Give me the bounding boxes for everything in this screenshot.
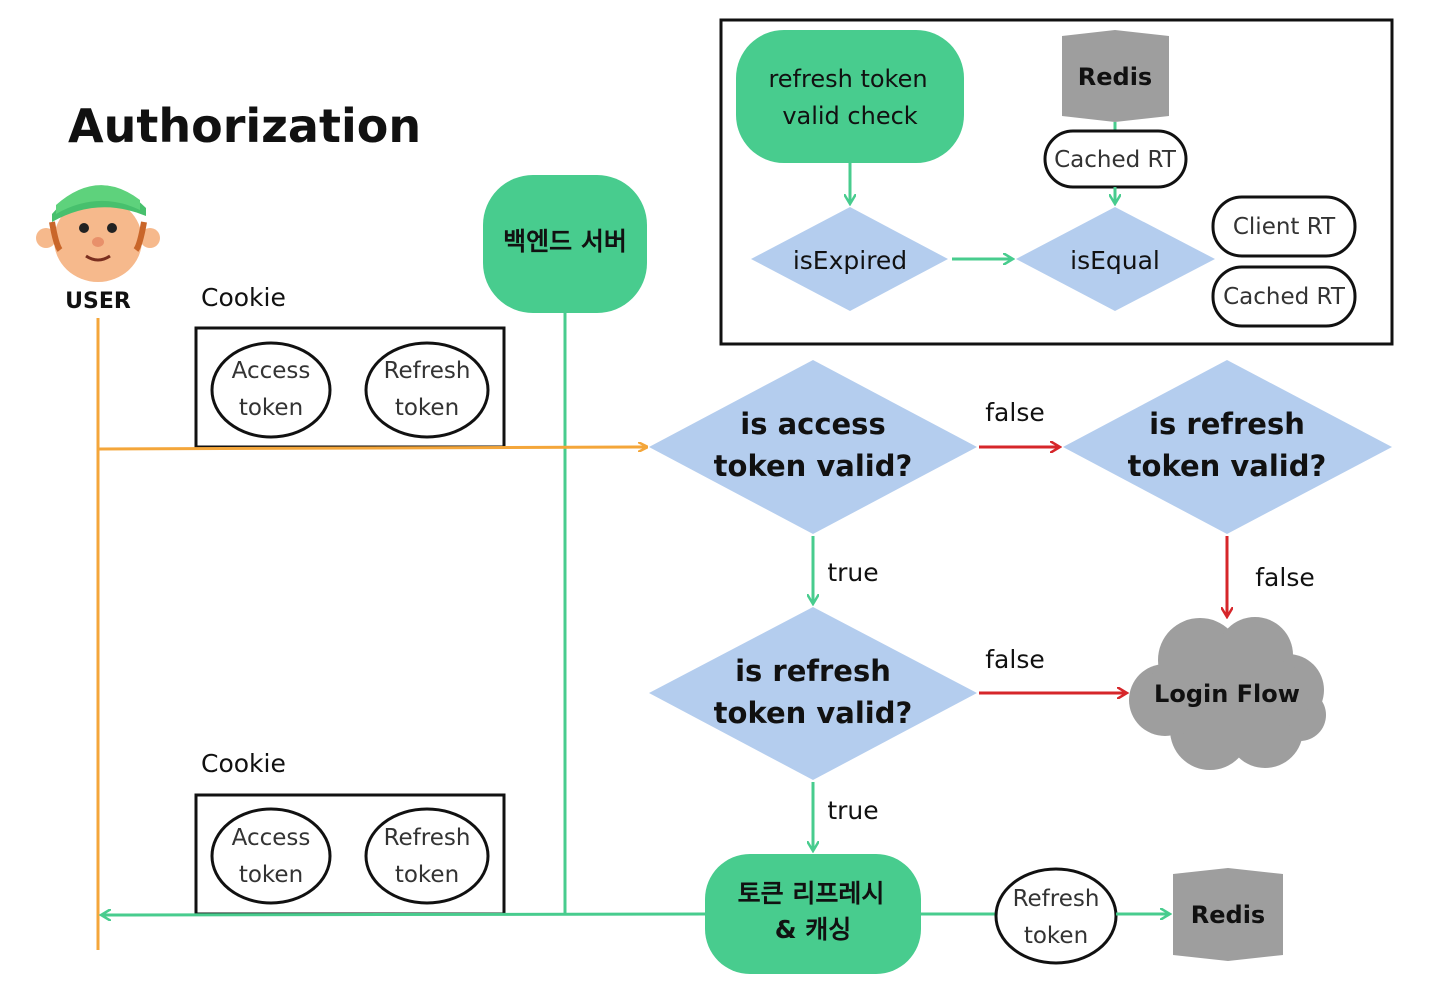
refresh-cache-line1: 토큰 리프레시 — [738, 879, 885, 908]
inset-cached-rt-2 — [1211, 265, 1357, 328]
decision-refresh-right-line1: is refresh — [1149, 407, 1305, 441]
inset-redis-node — [1062, 30, 1169, 122]
cookie-bottom-access-line1: Access — [232, 825, 311, 851]
refresh-cache-node — [705, 854, 921, 974]
cookie-bottom-access-token — [210, 807, 332, 905]
decision-refresh-mid-line1: is refresh — [735, 654, 891, 688]
false-label-1: false — [985, 398, 1044, 427]
inset-isequal-label: isEqual — [1070, 246, 1160, 275]
cookie-top-refresh-line1: Refresh — [384, 358, 471, 384]
inset-check-node — [736, 30, 964, 163]
inset-cached-rt-label: Cached RT — [1054, 147, 1177, 173]
backend-server-node — [483, 175, 647, 313]
false-label-2: false — [1255, 563, 1314, 592]
cookie-top-access-line2: token — [239, 395, 303, 421]
inset-isexpired-node — [751, 207, 948, 311]
true-label-2: true — [827, 796, 878, 825]
refresh-token-bottom-line2: token — [1024, 923, 1088, 949]
false-label-3: false — [985, 645, 1044, 674]
true-label-1: true — [827, 558, 878, 587]
inset-check-line1: refresh token — [768, 65, 927, 93]
cookie-bottom-refresh-line1: Refresh — [384, 825, 471, 851]
inset-check-line2: valid check — [782, 102, 917, 130]
cookie-bottom-label: Cookie — [201, 749, 286, 778]
inset-isexpired-label: isExpired — [793, 246, 907, 275]
cookie-top-access-line1: Access — [232, 358, 311, 384]
user-avatar-icon — [36, 185, 160, 282]
backend-server-label: 백엔드 서버 — [503, 227, 627, 256]
inset-isequal-node — [1016, 207, 1215, 311]
user-label: USER — [65, 289, 131, 314]
redis-bottom-label: Redis — [1191, 901, 1265, 929]
request-arrow — [97, 447, 646, 449]
decision-refresh-right-node — [1063, 360, 1392, 534]
refresh-token-bottom — [994, 867, 1118, 965]
inset-client-rt-label: Client RT — [1233, 214, 1336, 240]
cookie-top-label: Cookie — [201, 283, 286, 312]
cookie-top-refresh-line2: token — [395, 395, 459, 421]
cookie-bottom-refresh-line2: token — [395, 862, 459, 888]
response-arrow — [102, 914, 707, 915]
refresh-cache-line2: & 캐싱 — [775, 915, 852, 944]
decision-refresh-mid-node — [649, 607, 977, 780]
page-title: Authorization — [68, 99, 421, 153]
decision-refresh-right-line2: token valid? — [1128, 449, 1327, 483]
refresh-token-bottom-line1: Refresh — [1013, 886, 1100, 912]
decision-access-line1: is access — [740, 407, 885, 441]
decision-refresh-mid-line2: token valid? — [714, 696, 913, 730]
cookie-bottom-access-line2: token — [239, 862, 303, 888]
decision-access-line2: token valid? — [714, 449, 913, 483]
cookie-top-refresh-token — [364, 341, 490, 439]
inset-cached-rt-2-label: Cached RT — [1223, 284, 1346, 310]
cookie-bottom-refresh-token — [364, 807, 490, 905]
redis-bottom-node — [1173, 868, 1283, 961]
decision-access-node — [649, 360, 977, 534]
inset-client-rt — [1211, 195, 1357, 258]
inset-redis-label: Redis — [1078, 63, 1152, 91]
cookie-top-access-token — [210, 341, 332, 439]
login-flow-label: Login Flow — [1154, 680, 1300, 708]
login-flow-cloud-icon — [1129, 617, 1326, 770]
